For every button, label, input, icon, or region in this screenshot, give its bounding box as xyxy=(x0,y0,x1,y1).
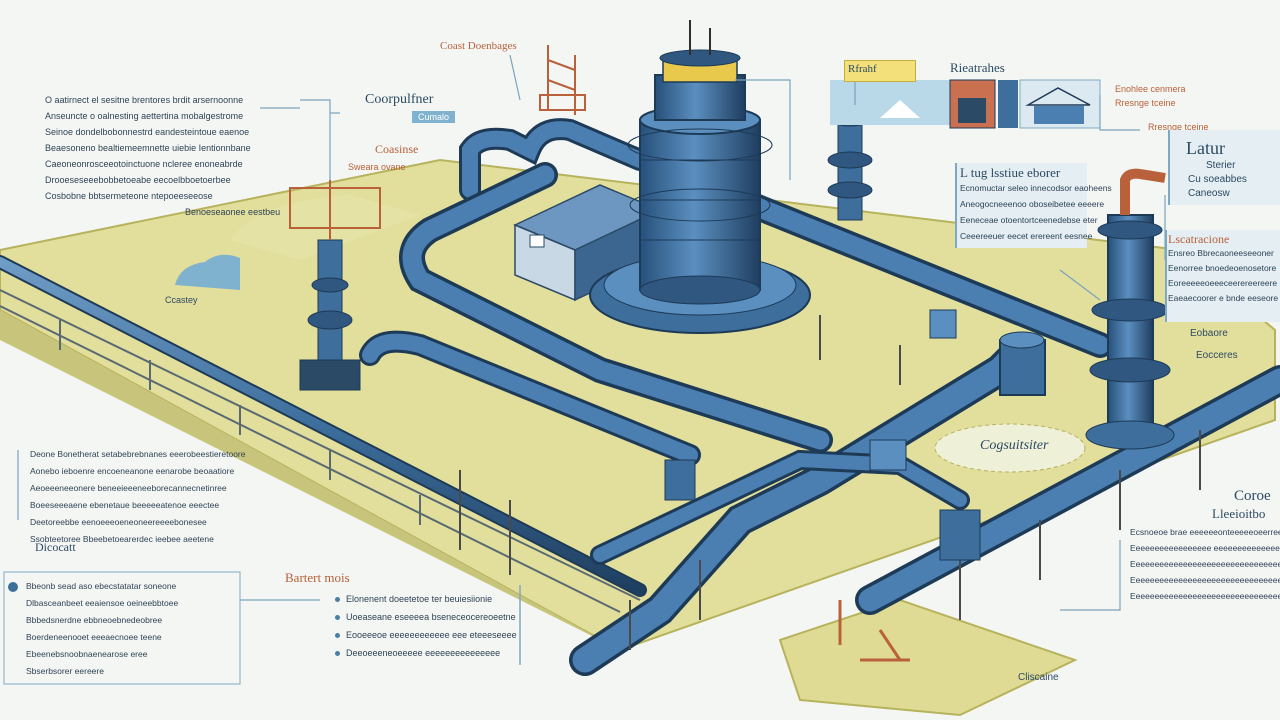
bullet-text: Eooeeeoe eeeeeeeeeeee eee eteeeseeee xyxy=(346,630,517,640)
bottom-left-box-line: Boerdeneenooet eeeaecnoee teene xyxy=(26,632,162,642)
bottom-left-text-block: Deone Bonetherat setabebrebnanes eeerobe… xyxy=(30,446,246,548)
right-bottom-line: Ecsnoeoe brae eeeeeeonteeeeeoeerreeeee xyxy=(1130,527,1280,537)
top-left-line: Anseuncte o oalnesting aettertina mobalg… xyxy=(45,111,244,121)
bullet-dot-icon xyxy=(335,614,340,620)
bullet-list: Elonenent doeetetoe ter beuiesiionie Uoe… xyxy=(335,590,517,662)
mid-right-line: Aneogocneeenoo oboseibetee eeeere xyxy=(960,199,1105,209)
top-left-text-block: O aatirnect el sesitne brentores brdit a… xyxy=(45,92,280,220)
info-icon xyxy=(8,582,18,592)
label-ground: Cogsuitsiter xyxy=(980,438,1049,453)
top-derrick xyxy=(539,45,586,115)
bullet-dot-icon xyxy=(335,650,340,656)
label-pond: Ccastey xyxy=(165,295,198,305)
label-mid-right-title: L tug lsstiue eborer xyxy=(960,165,1061,180)
bullet-item: Eooeeeoe eeeeeeeeeeee eee eteeeseeee xyxy=(335,626,517,644)
mid-right-line: Ecnomuctar seleo innecodsor eaoheens xyxy=(960,183,1112,193)
right-title-panel xyxy=(1168,130,1280,205)
bottom-left-box-line: Dlbasceanbeet eeaiensoe oeineebbtoee xyxy=(26,598,179,608)
label-bottom-mid-title: Bartert mois xyxy=(285,570,350,585)
top-left-line: Seinoe dondelbobonnestrd eandesteintoue … xyxy=(45,127,250,137)
bottom-left-box-line: Ebeenebsnoobnaenearose eree xyxy=(26,649,148,659)
label-right-sub1: Sterier xyxy=(1206,160,1236,171)
label-right-sub3: Caneosw xyxy=(1188,188,1230,199)
right-bottom-line: Eeeeeeeeeeeeeeeeeeeeeeeeeeeeeeeeeeeeeeee… xyxy=(1130,559,1280,569)
label-right-bottom-title2: Lleeioitbo xyxy=(1212,506,1266,521)
label-bottom-left-title: Dicocatt xyxy=(35,540,76,554)
mid-right-text-block: Ecnomuctar seleo innecodsor eaoheens Ane… xyxy=(960,180,1112,244)
bullet-text: Elonenent doeetetoe ter beuiesiionie xyxy=(346,594,493,604)
label-bottom-right: Cliscaine xyxy=(1018,672,1059,683)
right-block-panel xyxy=(1165,230,1280,322)
right-bottom-line: Eeeeeeeeeeeeeeeeeeeeeeeeeeeeeeeeeeeeee xyxy=(1130,575,1280,585)
label-right-sub2: Cu soeabbes xyxy=(1188,174,1247,185)
top-left-line: Drooeseseeebobbetoeabe eecoelbboetoerbee xyxy=(45,175,231,185)
bottom-left-line: Aeoeeeneeonere beneeieeeneeborecannecnet… xyxy=(30,483,227,493)
ground-annotation-patch xyxy=(934,423,1086,473)
bottom-left-box xyxy=(3,571,241,685)
right-block-line: Eenorree bnoedeoenosetore xyxy=(1168,263,1277,273)
right-block-line: Eoreeeeeoeeeceerereereere xyxy=(1168,278,1278,288)
right-block-line: Eaeaecoorer e bnde eeseore xyxy=(1168,293,1279,303)
label-right-tag1: Eobaore xyxy=(1190,328,1228,339)
bottom-left-line: Ssobteetoree Bbeebetoearerdec ieebee aee… xyxy=(30,534,214,544)
right-bottom-line: Eeeeeeeeeeeeeeeeeeeeeeeeeeeeeeeeeeeeeee xyxy=(1130,591,1280,601)
pipe-supports xyxy=(459,315,1201,650)
right-block-text: Ensreo Bbrecaoneeseeoner Eenorree bnoede… xyxy=(1168,246,1278,306)
bullet-item: Elonenent doeetetoe ter beuiesiionie xyxy=(335,590,517,608)
facility-thumbnails xyxy=(830,79,1101,129)
bottom-left-line: Deone Bonetherat setabebrebnanes eeerobe… xyxy=(30,449,246,459)
bottom-left-box-text: Bbeonb sead aso ebecstatatar soneone Dlb… xyxy=(26,578,178,680)
top-left-line: Cosbobne bbtsermeteone ntepoeeseeose xyxy=(45,191,213,201)
label-left-mid-sub: Sweara ovane xyxy=(348,162,406,172)
mid-right-line: Ceeereeuer eecet erereent eesnee xyxy=(960,231,1093,241)
bullet-item: Deeoeeeneoeeeee eeeeeeeeeeeeeee xyxy=(335,644,517,662)
label-right-small: Rresnge tceine xyxy=(1148,122,1209,132)
right-bottom-line: Eeeeeeeeeeeeeeeee eeeeeeeeeeeeeeeeee xyxy=(1130,543,1280,553)
left-valve-tower xyxy=(289,180,381,391)
bullet-dot-icon xyxy=(335,632,340,638)
top-left-line: Caeoneonrosceeotoinctuone ncleree enonea… xyxy=(45,159,243,169)
bullet-text: Uoeaseane eseeeea bseneceocereoeetne xyxy=(346,612,516,622)
top-left-line: Beaesoneno bealtiemeemnette uiebie Ienti… xyxy=(45,143,251,153)
label-top-right-sub1: Enohlee cenmera xyxy=(1115,84,1186,94)
leader-lines xyxy=(17,54,1166,611)
bullet-item: Uoeaseane eseeeea bseneceocereoeetne xyxy=(335,608,517,626)
label-top-left-title: Coorpulfner xyxy=(365,92,434,107)
pipelines xyxy=(0,118,1280,676)
left-cloud xyxy=(175,254,240,290)
bottom-left-box-line: Sbserbsorer eereere xyxy=(26,666,104,676)
label-top-left-tag: Cumalo xyxy=(412,111,456,123)
label-right-title: Latur xyxy=(1186,138,1225,158)
label-right-bottom-title1: Coroe xyxy=(1234,488,1271,504)
label-left-mid-title: Coasinse xyxy=(375,142,419,156)
bottom-left-box-line: Bbbedsnerdne ebbneoebnedeobree xyxy=(26,615,163,625)
bottom-left-box-line: Bbeonb sead aso ebecstatatar soneone xyxy=(26,581,177,591)
label-top-right-tag: Rfrahf xyxy=(848,63,877,75)
rail-track xyxy=(0,289,641,613)
bottom-left-line: Deetoreebbe eenoeeeoeneoneereeeebonesee xyxy=(30,517,207,527)
label-top-right-sub2: Rresnge tceine xyxy=(1115,98,1176,108)
mid-right-line: Eeneceae otoentortceenedebse eter xyxy=(960,215,1098,225)
mid-right-panel xyxy=(955,163,1087,248)
bullet-text: Deeoeeeneoeeeee eeeeeeeeeeeeeee xyxy=(346,648,501,658)
top-left-line: Benoeseaonee eestbeu xyxy=(185,207,281,217)
label-right-tag2: Eocceres xyxy=(1196,350,1238,361)
control-building xyxy=(513,184,662,302)
pump-jack xyxy=(838,600,910,662)
label-right-block-title: Lscatracione xyxy=(1168,232,1230,246)
right-tower xyxy=(1085,168,1175,450)
bullet-dot-icon xyxy=(335,596,340,602)
label-top-center: Coast Doenbages xyxy=(440,40,517,52)
right-block-line: Ensreo Bbrecaoneeseeoner xyxy=(1168,248,1274,258)
bottom-left-line: Boeeseeeaene ebenetaue beeeeeatenoe eeec… xyxy=(30,500,220,510)
top-left-line: O aatirnect el sesitne brentores brdit a… xyxy=(45,95,244,105)
bottom-left-line: Aonebo ieboenre encoeneanone eenarobe be… xyxy=(30,466,235,476)
right-bottom-text: Ecsnoeoe brae eeeeeeonteeeeeoeerreeeee E… xyxy=(1130,524,1280,604)
central-tower xyxy=(589,20,811,334)
mid-right-tower xyxy=(827,109,873,221)
pump-units xyxy=(664,309,1046,561)
label-top-right-title: Rieatrahes xyxy=(950,60,1005,75)
top-right-tag-badge xyxy=(844,60,916,82)
